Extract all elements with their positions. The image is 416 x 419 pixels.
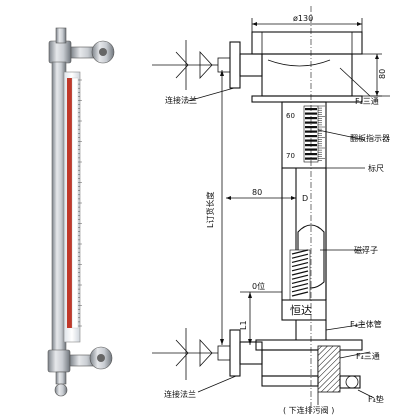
f4-tee-bottom-label: F₄三通 — [356, 351, 380, 361]
top-connecting-flange — [229, 41, 241, 89]
scale-ticks — [318, 105, 325, 161]
technical-drawing: ø130 80 连接法兰 F₄三通 — [152, 6, 390, 415]
center-mark-label: D — [302, 194, 308, 203]
top-flange-left-photo — [48, 40, 72, 64]
flip-indicator-label: 翻板指示器 — [350, 133, 390, 143]
zero-level-label: 0位 — [252, 281, 265, 291]
brand-plate — [281, 299, 327, 321]
float-label: 磁浮子 — [354, 245, 378, 255]
height-dimension-label: 80 — [378, 69, 387, 79]
gauge-photo — [47, 27, 115, 397]
f4-pad-symbol — [345, 375, 359, 389]
bottom-valve-symbol — [199, 338, 213, 368]
scale-label: 标尺 — [368, 163, 384, 173]
main-tube-label: F₄主体管 — [350, 319, 382, 329]
scale-tick-70: 70 — [286, 152, 295, 160]
drain-valve-photo — [54, 383, 68, 397]
bottom-tee-section — [317, 345, 341, 393]
bottom-connecting-flange — [229, 329, 241, 377]
offset-dimension-label: 80 — [252, 188, 262, 197]
top-flange-drawing — [251, 31, 363, 55]
bottom-tee-drawing — [255, 339, 363, 351]
flip-indicator-box — [281, 101, 327, 169]
f4-pad-label: F₄垫 — [368, 394, 384, 404]
scale-tick-60: 60 — [286, 112, 295, 120]
bottom-flange-left-photo — [47, 349, 71, 373]
bottom-flange-label: 连接法兰 — [164, 389, 196, 399]
range-dimension-label: L订货长度 — [205, 192, 215, 228]
drain-valve-label: ( 下连排污阀 ) — [283, 405, 334, 415]
f4-tee-top-label: F₄三通 — [355, 96, 379, 106]
brand-label: 恒达 — [290, 304, 312, 317]
top-flange-label: 连接法兰 — [165, 95, 197, 105]
width-dimension-label: ø130 — [293, 14, 313, 23]
l1-dimension-label: L1 — [239, 320, 248, 330]
